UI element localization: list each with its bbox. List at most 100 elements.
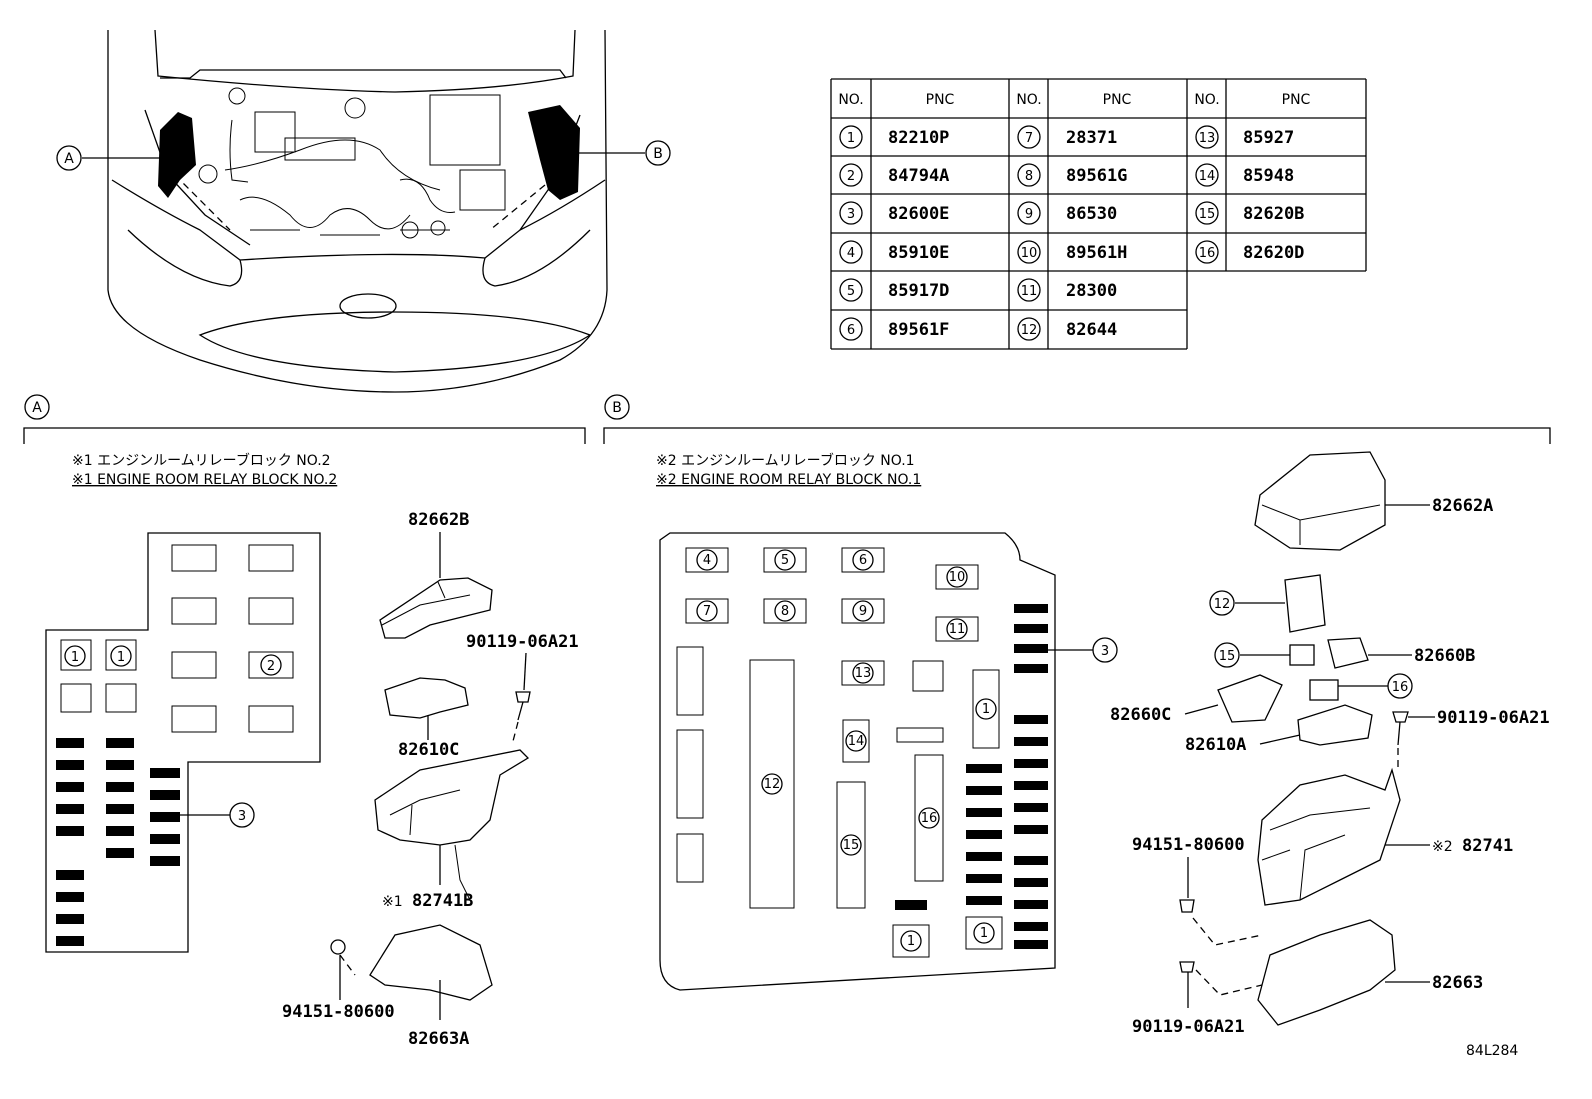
cover-82662b-shape (379, 577, 493, 639)
b-fuse-circle (852, 549, 874, 571)
table-pnc-5: 85917D (888, 281, 949, 301)
b-fuse-label-7-3: 7 (703, 604, 711, 619)
part-82610c: 82610C (398, 740, 459, 760)
header-no-3: NO. (1194, 92, 1219, 108)
table-pnc-3: 82600E (888, 204, 949, 224)
part-clip-94151: 94151-80600 (282, 1002, 395, 1022)
part-82660c: 82660C (1110, 705, 1171, 725)
relay-block-no1-outline (659, 532, 1056, 991)
b-fuse-label-15-12: 15 (843, 838, 860, 853)
table-no-8: 8 (1025, 169, 1033, 184)
section-a-title-jp: ※1 エンジンルームリレーブロック NO.2 (72, 452, 331, 469)
relay-holder-82660b-shape (1327, 637, 1369, 669)
b-item-12: 12 (1214, 597, 1231, 612)
section-b-title-en: ※2 ENGINE ROOM RELAY BLOCK NO.1 (656, 472, 921, 488)
table-no-10: 10 (1021, 246, 1038, 261)
part-82662a: 82662A (1432, 496, 1493, 516)
footer-code: 84L284 (1466, 1043, 1518, 1059)
table-no-circle (1017, 201, 1041, 225)
b-fuse-circle (845, 730, 867, 752)
table-no-4: 4 (847, 246, 855, 261)
section-a-title-en: ※1 ENGINE ROOM RELAY BLOCK NO.2 (72, 472, 337, 488)
table-no-circle (1017, 317, 1041, 341)
block-82741-shape (1257, 767, 1401, 906)
header-pnc-3: PNC (1282, 92, 1311, 108)
b-fuse-label-10-6: 10 (949, 570, 966, 585)
section-b-marker: B (612, 400, 622, 416)
table-no-circle (1195, 201, 1219, 225)
table-pnc-7: 28371 (1066, 128, 1117, 148)
b-fuse-circle (840, 834, 862, 856)
part-82741b: 82741B (412, 891, 473, 911)
b-fuse-label-6-2: 6 (859, 553, 867, 568)
bracket-82610a-shape (1297, 704, 1373, 746)
table-no-circle (839, 240, 863, 264)
engine-bay-overview: A B (56, 29, 671, 393)
item15-shape (1289, 644, 1315, 666)
section-a-marker: A (32, 400, 42, 416)
table-no-11: 11 (1021, 284, 1038, 299)
table-pnc-13: 85927 (1243, 128, 1294, 148)
part-82663: 82663 (1432, 973, 1483, 993)
table-no-circle (1017, 278, 1041, 302)
lower-82663-shape (1257, 919, 1396, 1026)
part-clip-94151-b: 94151-80600 (1132, 835, 1245, 855)
b-fuse-circle (852, 600, 874, 622)
fuse-label-3: 3 (238, 809, 246, 824)
block-82741b-shape (374, 749, 530, 846)
table-no-13: 13 (1199, 131, 1216, 146)
table-no-circle (1195, 240, 1219, 264)
item12-shape (1284, 574, 1326, 633)
table-no-circle (1017, 125, 1041, 149)
part-bolt-90119: 90119-06A21 (466, 632, 579, 652)
b-fuse-label-12-10: 12 (764, 777, 781, 792)
b-fuse-label-16-13: 16 (921, 811, 938, 826)
header-pnc-2: PNC (1103, 92, 1132, 108)
b-fuse-label-9-5: 9 (859, 604, 867, 619)
table-pnc-12: 82644 (1066, 320, 1117, 340)
b-item-15: 15 (1219, 649, 1236, 664)
holder-82660c-shape (1217, 674, 1283, 723)
table-no-9: 9 (1025, 207, 1033, 222)
b-fuse-label-5-1: 5 (781, 553, 789, 568)
b-item-16: 16 (1392, 680, 1409, 695)
table-pnc-16: 82620D (1243, 243, 1304, 263)
table-no-1: 1 (847, 131, 855, 146)
b-fuse-label-4-0: 4 (703, 553, 711, 568)
b-fuse-circle (975, 698, 997, 720)
part-bolt-90119-bottom: 90119-06A21 (1132, 1017, 1245, 1037)
b-fuse-label-3: 3 (1101, 644, 1109, 659)
b-fuse-circle (852, 662, 874, 684)
callout-a-label: A (64, 151, 74, 167)
part-82741: 82741 (1462, 836, 1513, 856)
table-pnc-14: 85948 (1243, 166, 1294, 186)
table-no-6: 6 (847, 323, 855, 338)
fuse-label-1b: 1 (117, 650, 125, 665)
part-82741b-prefix: ※1 (382, 894, 403, 910)
table-pnc-15: 82620B (1243, 204, 1304, 224)
table-no-circle (839, 317, 863, 341)
bracket-82610c-shape (384, 677, 469, 719)
b-fuse-label-11-7: 11 (949, 622, 966, 637)
table-no-circle (1017, 163, 1041, 187)
table-no-circle (1195, 125, 1219, 149)
table-no-2: 2 (847, 169, 855, 184)
b-fuse-circle (918, 807, 940, 829)
part-82610a: 82610A (1185, 735, 1246, 755)
item16-shape (1309, 679, 1339, 701)
b-fuse-label-1-14: 1 (907, 934, 915, 949)
table-no-3: 3 (847, 207, 855, 222)
section-a: A ※1 エンジンルームリレーブロック NO.2 ※1 ENGINE ROOM … (23, 394, 586, 1049)
section-b-title-jp: ※2 エンジンルームリレーブロック NO.1 (656, 452, 915, 469)
part-82741-prefix: ※2 (1432, 839, 1453, 855)
table-no-circle (1017, 240, 1041, 264)
table-no-16: 16 (1199, 246, 1216, 261)
table-no-14: 14 (1199, 169, 1216, 184)
table-pnc-8: 89561G (1066, 166, 1127, 186)
part-82660b: 82660B (1414, 646, 1475, 666)
callout-b-label: B (653, 146, 663, 162)
fuse-label-1a: 1 (71, 650, 79, 665)
lower-82663a-shape (369, 924, 493, 1001)
